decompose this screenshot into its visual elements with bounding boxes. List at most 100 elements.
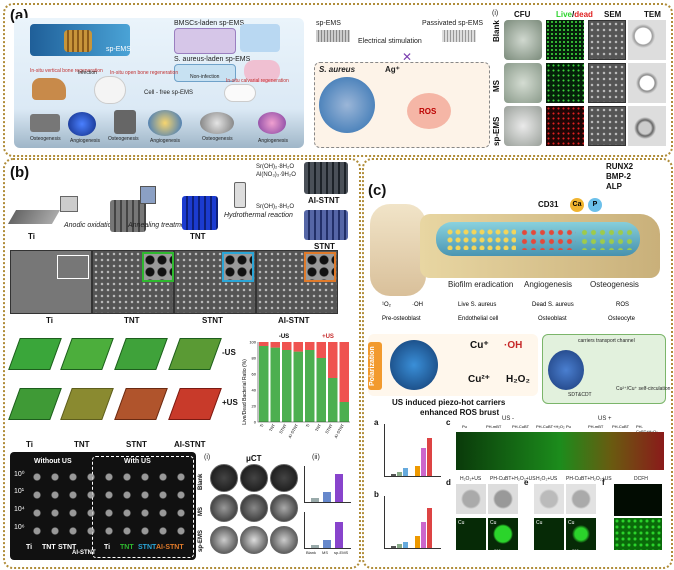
uct-img-6 [270, 494, 298, 522]
stnt-block [304, 210, 348, 240]
ti-label: Ti [28, 232, 35, 241]
sem-stnt-inset [222, 252, 254, 282]
bar-live-6 [328, 378, 338, 422]
tem-ms [628, 63, 666, 103]
stage-biofilm: Biofilm eradication [448, 280, 514, 289]
fluor-col-labels: Pu PH-mBT PH-CuBT PH-CuBT+H₂O₂ Pu PH-mBT… [456, 424, 664, 434]
cfu-ms [504, 63, 542, 103]
x-tick-label-0: Ti [259, 423, 265, 428]
dish-col-ai-stnt-left: AI-STNT [72, 550, 96, 556]
annealing-label: Annealing treatment [128, 222, 191, 229]
cfu-blank [504, 20, 542, 60]
sem-ti [10, 250, 92, 314]
live-ms [546, 63, 584, 103]
slash-word: / [572, 10, 575, 19]
sem-ti-zoom-box [57, 255, 89, 279]
chem3-label: Sr(OH)₂·8H₂O [256, 204, 294, 210]
angiogenesis-label-2: Angiogenesis [150, 138, 181, 144]
chem1-label: Sr(OH)₂·8H₂O [256, 164, 294, 170]
x-tick-label-4: Ti [305, 423, 311, 428]
y-tick-label-2: 40 [252, 388, 257, 393]
grid-tag: (i) [492, 10, 499, 17]
bone-image-2 [68, 112, 96, 136]
subtag-f: f [602, 478, 605, 487]
e-label-1: H₂O₂+US [536, 476, 558, 482]
sem-label-ai-stnt: AI-STNT [278, 316, 310, 325]
legend-osteocyte: Osteocyte [608, 316, 636, 322]
chart-b-bar-2 [397, 544, 402, 548]
f-label: DCFH [634, 476, 648, 482]
s-aureus-italic: S. aureus [319, 65, 356, 74]
subtag-c: c [446, 418, 451, 427]
chem2-label: Al(NO₃)₃·9H₂O [256, 172, 296, 178]
bone-image-3 [114, 110, 136, 134]
dish-row-4: 10⁴ [14, 506, 25, 513]
cube-grid [8, 334, 222, 438]
scaffold-icon [64, 30, 92, 52]
e-label-2: PH-CuBT+H₂O₂+US [566, 476, 612, 482]
passivated-block [442, 30, 476, 42]
polarization-tag: Polarization [368, 342, 382, 390]
bar-dead-0 [259, 342, 269, 346]
fluor-col-7: PH-CuBT [612, 424, 630, 429]
d-scale: 200 nm [494, 548, 508, 553]
dish-col-stnt-left: STNT [58, 544, 77, 551]
angiogenesis-zone [520, 228, 576, 250]
dish-col-ti-left: Ti [26, 544, 33, 551]
bar-dead-2 [282, 342, 292, 350]
ti-plate [7, 210, 61, 224]
x-tick-label-1: TNT [268, 423, 276, 433]
chart-b-bar-1 [391, 546, 396, 548]
grid-col-live-dead: Live/dead [556, 10, 593, 19]
bar-live-3 [293, 351, 303, 422]
bar-dead-3 [293, 342, 303, 352]
bar-dead-4 [305, 342, 315, 350]
fluor-col-1: Pu [462, 424, 467, 429]
x-tick-label-3: AI-STNT [287, 423, 299, 439]
bar-live-1 [270, 347, 280, 422]
chart-axes [257, 342, 350, 423]
stnt-label: STNT [314, 242, 335, 251]
panel-a-illustration: sp-EMS BMSCs-laden sp-EMS S. aureus-lade… [14, 18, 304, 148]
x-tick-label-5: TNT [314, 423, 322, 433]
sem-label-tnt: TNT [124, 316, 140, 325]
rat-icon [224, 84, 256, 102]
dish-header-with: With US [124, 458, 151, 465]
bone-image-4 [148, 110, 182, 136]
sem-blank [588, 20, 626, 60]
panel-b-tag: (b) [10, 164, 30, 181]
bar-live-7 [339, 402, 349, 422]
legend-1o2: ¹O₂ [382, 302, 391, 308]
bar-dead-7 [339, 342, 349, 402]
f-img-2 [614, 518, 662, 550]
uct-bar-1-blank [311, 498, 319, 502]
sem-label-ti: Ti [46, 316, 53, 325]
osteogenesis-label-3: Osteogenesis [202, 136, 233, 142]
ion-ca-label: Ca [572, 201, 582, 208]
biofilm-zone [446, 228, 516, 250]
uct-x-blank: Blank [306, 550, 317, 555]
grid-row-ms: MS [492, 80, 501, 92]
cube-ti-plus [8, 388, 62, 420]
chart-a-bar-5 [421, 448, 426, 476]
dish-col-stnt-right: STNT [138, 544, 157, 551]
uct-chart-2 [304, 512, 351, 549]
cube-tnt-plus [60, 388, 114, 420]
sem-label-stnt: STNT [202, 316, 223, 325]
subtag-b: b [374, 490, 379, 499]
y-tick-label-3: 60 [252, 372, 257, 377]
bmscs-scaffold [174, 28, 236, 54]
grid-col-tem: TEM [644, 10, 661, 19]
bone-image-1 [30, 114, 60, 132]
panel-c-tag: (c) [368, 182, 387, 199]
chart-b [384, 496, 441, 549]
d-tem-1 [456, 484, 486, 514]
marker-bmp2: BMP-2 [606, 172, 631, 181]
vertical-label: In-situ vertical bone regeneration [30, 68, 103, 74]
fluor-col-2: PH-mBT [486, 424, 502, 429]
uct-row-sp-ems: sp-EMS [198, 529, 204, 552]
legend: ¹O₂ ·OH Live S. aureus Dead S. aureus RO… [368, 300, 664, 330]
chart-group-minus: -US [279, 334, 289, 340]
fluor-col-4: PH-CuBT+H₂O₂ [536, 424, 565, 429]
